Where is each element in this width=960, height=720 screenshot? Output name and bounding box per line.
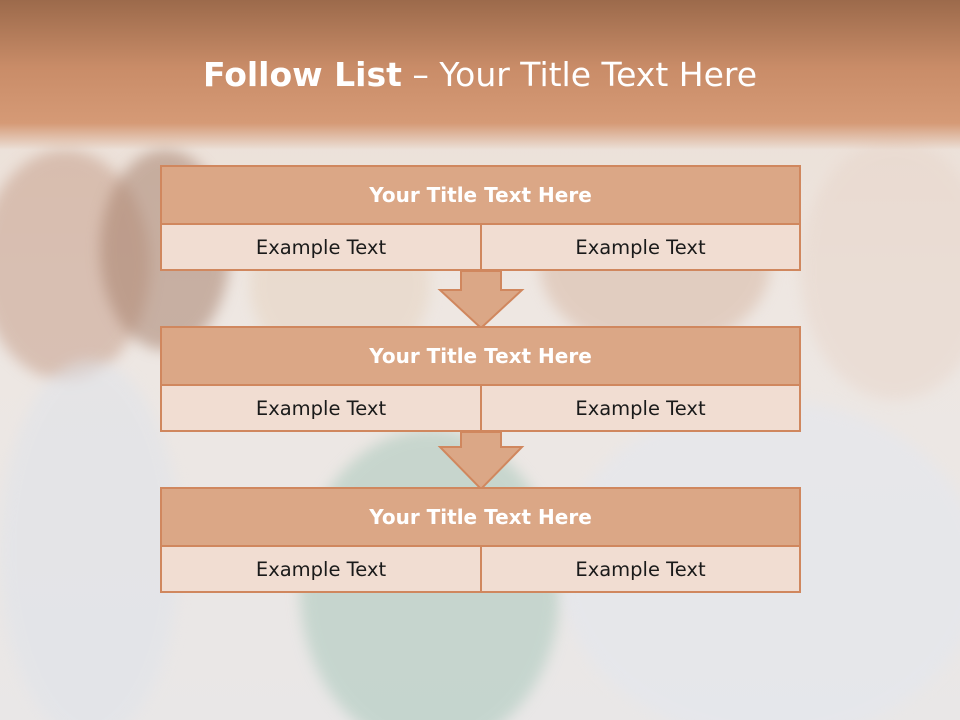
down-arrow-icon <box>437 270 525 330</box>
step-heading: Your Title Text Here <box>162 489 799 547</box>
step-cell-right: Example Text <box>482 547 799 591</box>
step-cell-left: Example Text <box>162 225 482 269</box>
background-figure <box>0 360 180 720</box>
step-heading: Your Title Text Here <box>162 328 799 386</box>
title-bold: Follow List <box>202 55 402 94</box>
down-arrow-icon <box>437 431 525 491</box>
title-rest: – Your Title Text Here <box>401 55 758 94</box>
step-cell-right: Example Text <box>482 225 799 269</box>
step-box-2: Your Title Text Here Example Text Exampl… <box>160 326 801 432</box>
background-figure <box>800 140 960 400</box>
page-title: Follow List – Your Title Text Here <box>0 52 960 98</box>
step-box-1: Your Title Text Here Example Text Exampl… <box>160 165 801 271</box>
step-cell-left: Example Text <box>162 386 482 430</box>
step-heading: Your Title Text Here <box>162 167 799 225</box>
step-box-3: Your Title Text Here Example Text Exampl… <box>160 487 801 593</box>
title-banner <box>0 0 960 150</box>
step-cell-left: Example Text <box>162 547 482 591</box>
step-cell-right: Example Text <box>482 386 799 430</box>
